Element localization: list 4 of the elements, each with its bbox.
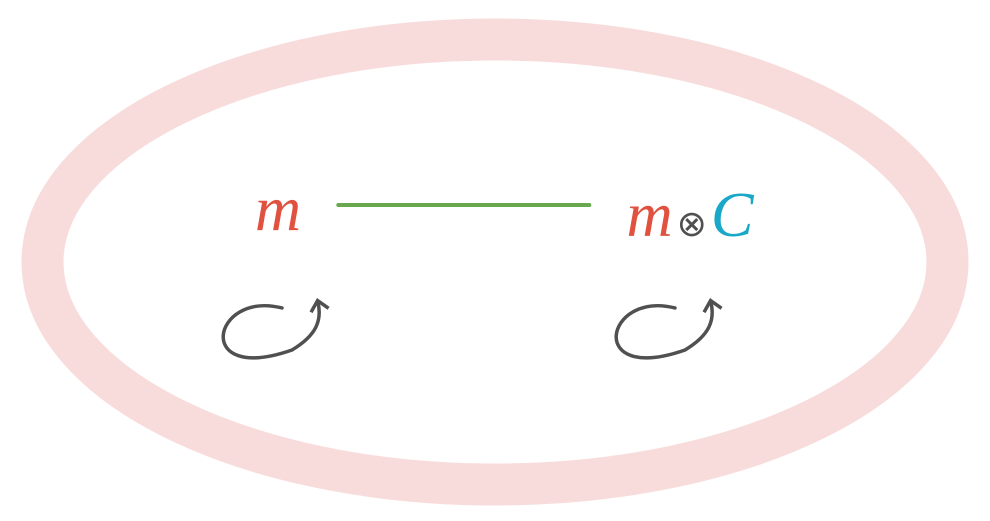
- handwritten-math: m: [257, 200, 298, 230]
- ellipse-outline: [22, 18, 968, 506]
- handwritten-math: m⊗ C: [628, 194, 754, 236]
- connector-line: [336, 203, 592, 207]
